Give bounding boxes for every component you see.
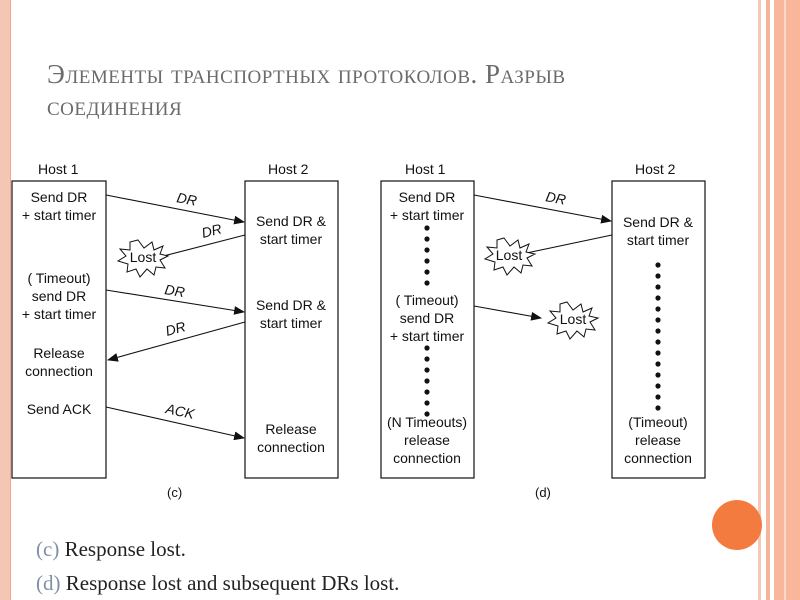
d-lost-burst-icon: [546, 301, 600, 340]
c-left-text: Release: [33, 345, 85, 361]
d-left-text: ( Timeout): [395, 292, 458, 308]
d-left-text: (N Timeouts): [387, 414, 467, 430]
slide-title: Элементы транспортных протоколов. Разрыв…: [47, 58, 747, 122]
c-arrow-dr-2: [105, 289, 246, 315]
d-left-text: release: [404, 432, 450, 448]
c-host2-label: Host 2: [268, 161, 309, 177]
d-label-dr: DR: [544, 188, 567, 208]
d-lost-label: Lost: [496, 247, 523, 263]
d-arrow-dr-lost-2: [473, 305, 543, 321]
c-label-dr: DR: [200, 220, 224, 240]
protocol-diagram: Host 1 Host 2 Send DR + start timer ( Ti…: [11, 161, 706, 500]
caption-text: Response lost.: [59, 537, 186, 561]
c-label-dr: DR: [164, 281, 186, 300]
d-right-text: Send DR &: [623, 214, 694, 230]
caption-text: Response lost and subsequent DRs lost.: [60, 571, 400, 595]
c-left-text: + start timer: [22, 306, 97, 322]
d-left-text: + start timer: [390, 328, 465, 344]
c-right-text: Send DR &: [256, 297, 327, 313]
c-host1-label: Host 1: [38, 161, 79, 177]
d-left-text: send DR: [400, 310, 454, 326]
caption-c: (c) Response lost.: [36, 532, 399, 566]
c-lost-burst-icon: [116, 239, 170, 278]
caption-letter: (c): [36, 537, 60, 561]
accent-circle-decoration: [712, 500, 762, 550]
c-right-text: Release: [265, 421, 317, 437]
c-right-text: connection: [257, 439, 325, 455]
c-arrow-dr-1: [105, 194, 246, 225]
c-left-text: send DR: [32, 288, 86, 304]
caption-list: (c) Response lost. (d) Response lost and…: [36, 532, 399, 600]
d-host1-dots-lower: [424, 345, 430, 417]
c-host1-box: [11, 180, 107, 479]
c-label-dr: DR: [175, 189, 198, 209]
caption-letter: (d): [36, 571, 61, 595]
c-label-dr: DR: [164, 318, 188, 339]
d-right-text: start timer: [627, 232, 690, 248]
d-lost-label: Lost: [560, 311, 587, 327]
c-left-text: connection: [25, 363, 93, 379]
diagram-d: Host 1 Host 2 Send DR + start timer ( Ti…: [380, 161, 706, 500]
d-host2-label: Host 2: [635, 161, 676, 177]
c-left-text: Send ACK: [27, 401, 92, 417]
d-caption: (d): [535, 485, 551, 500]
d-left-text: + start timer: [390, 207, 465, 223]
right-stripes-decoration: [758, 0, 800, 600]
c-caption: (c): [167, 485, 182, 500]
d-left-text: connection: [393, 450, 461, 466]
d-lost-burst-icon: [483, 237, 537, 276]
d-host1-label: Host 1: [405, 161, 446, 177]
d-left-text: Send DR: [399, 189, 456, 205]
left-border-decoration: [0, 0, 11, 600]
c-arrow-ack: [105, 406, 246, 441]
c-right-text: Send DR &: [256, 213, 327, 229]
caption-d: (d) Response lost and subsequent DRs los…: [36, 566, 399, 600]
d-host2-dots: [655, 262, 661, 411]
d-right-text: connection: [624, 450, 692, 466]
slide-title-line-1: Элементы транспортных протоколов. Разрыв: [47, 59, 566, 89]
c-label-ack: ACK: [163, 400, 196, 422]
d-right-text: release: [635, 432, 681, 448]
c-lost-label: Lost: [130, 249, 157, 265]
c-arrow-dr-3: [106, 321, 246, 362]
c-host2-box: [244, 180, 339, 479]
c-right-text: start timer: [260, 315, 323, 331]
d-arrow-dr-1: [473, 194, 613, 224]
c-left-text: Send DR: [31, 189, 88, 205]
d-right-text: (Timeout): [628, 414, 687, 430]
diagram-c: Host 1 Host 2 Send DR + start timer ( Ti…: [11, 161, 339, 500]
c-right-text: start timer: [260, 231, 323, 247]
c-left-text: ( Timeout): [27, 270, 90, 286]
slide-title-line-2: соединения: [47, 91, 183, 121]
d-arrow-dr-lost: [515, 234, 613, 258]
c-left-text: + start timer: [22, 207, 97, 223]
d-host1-dots-upper: [424, 225, 430, 286]
